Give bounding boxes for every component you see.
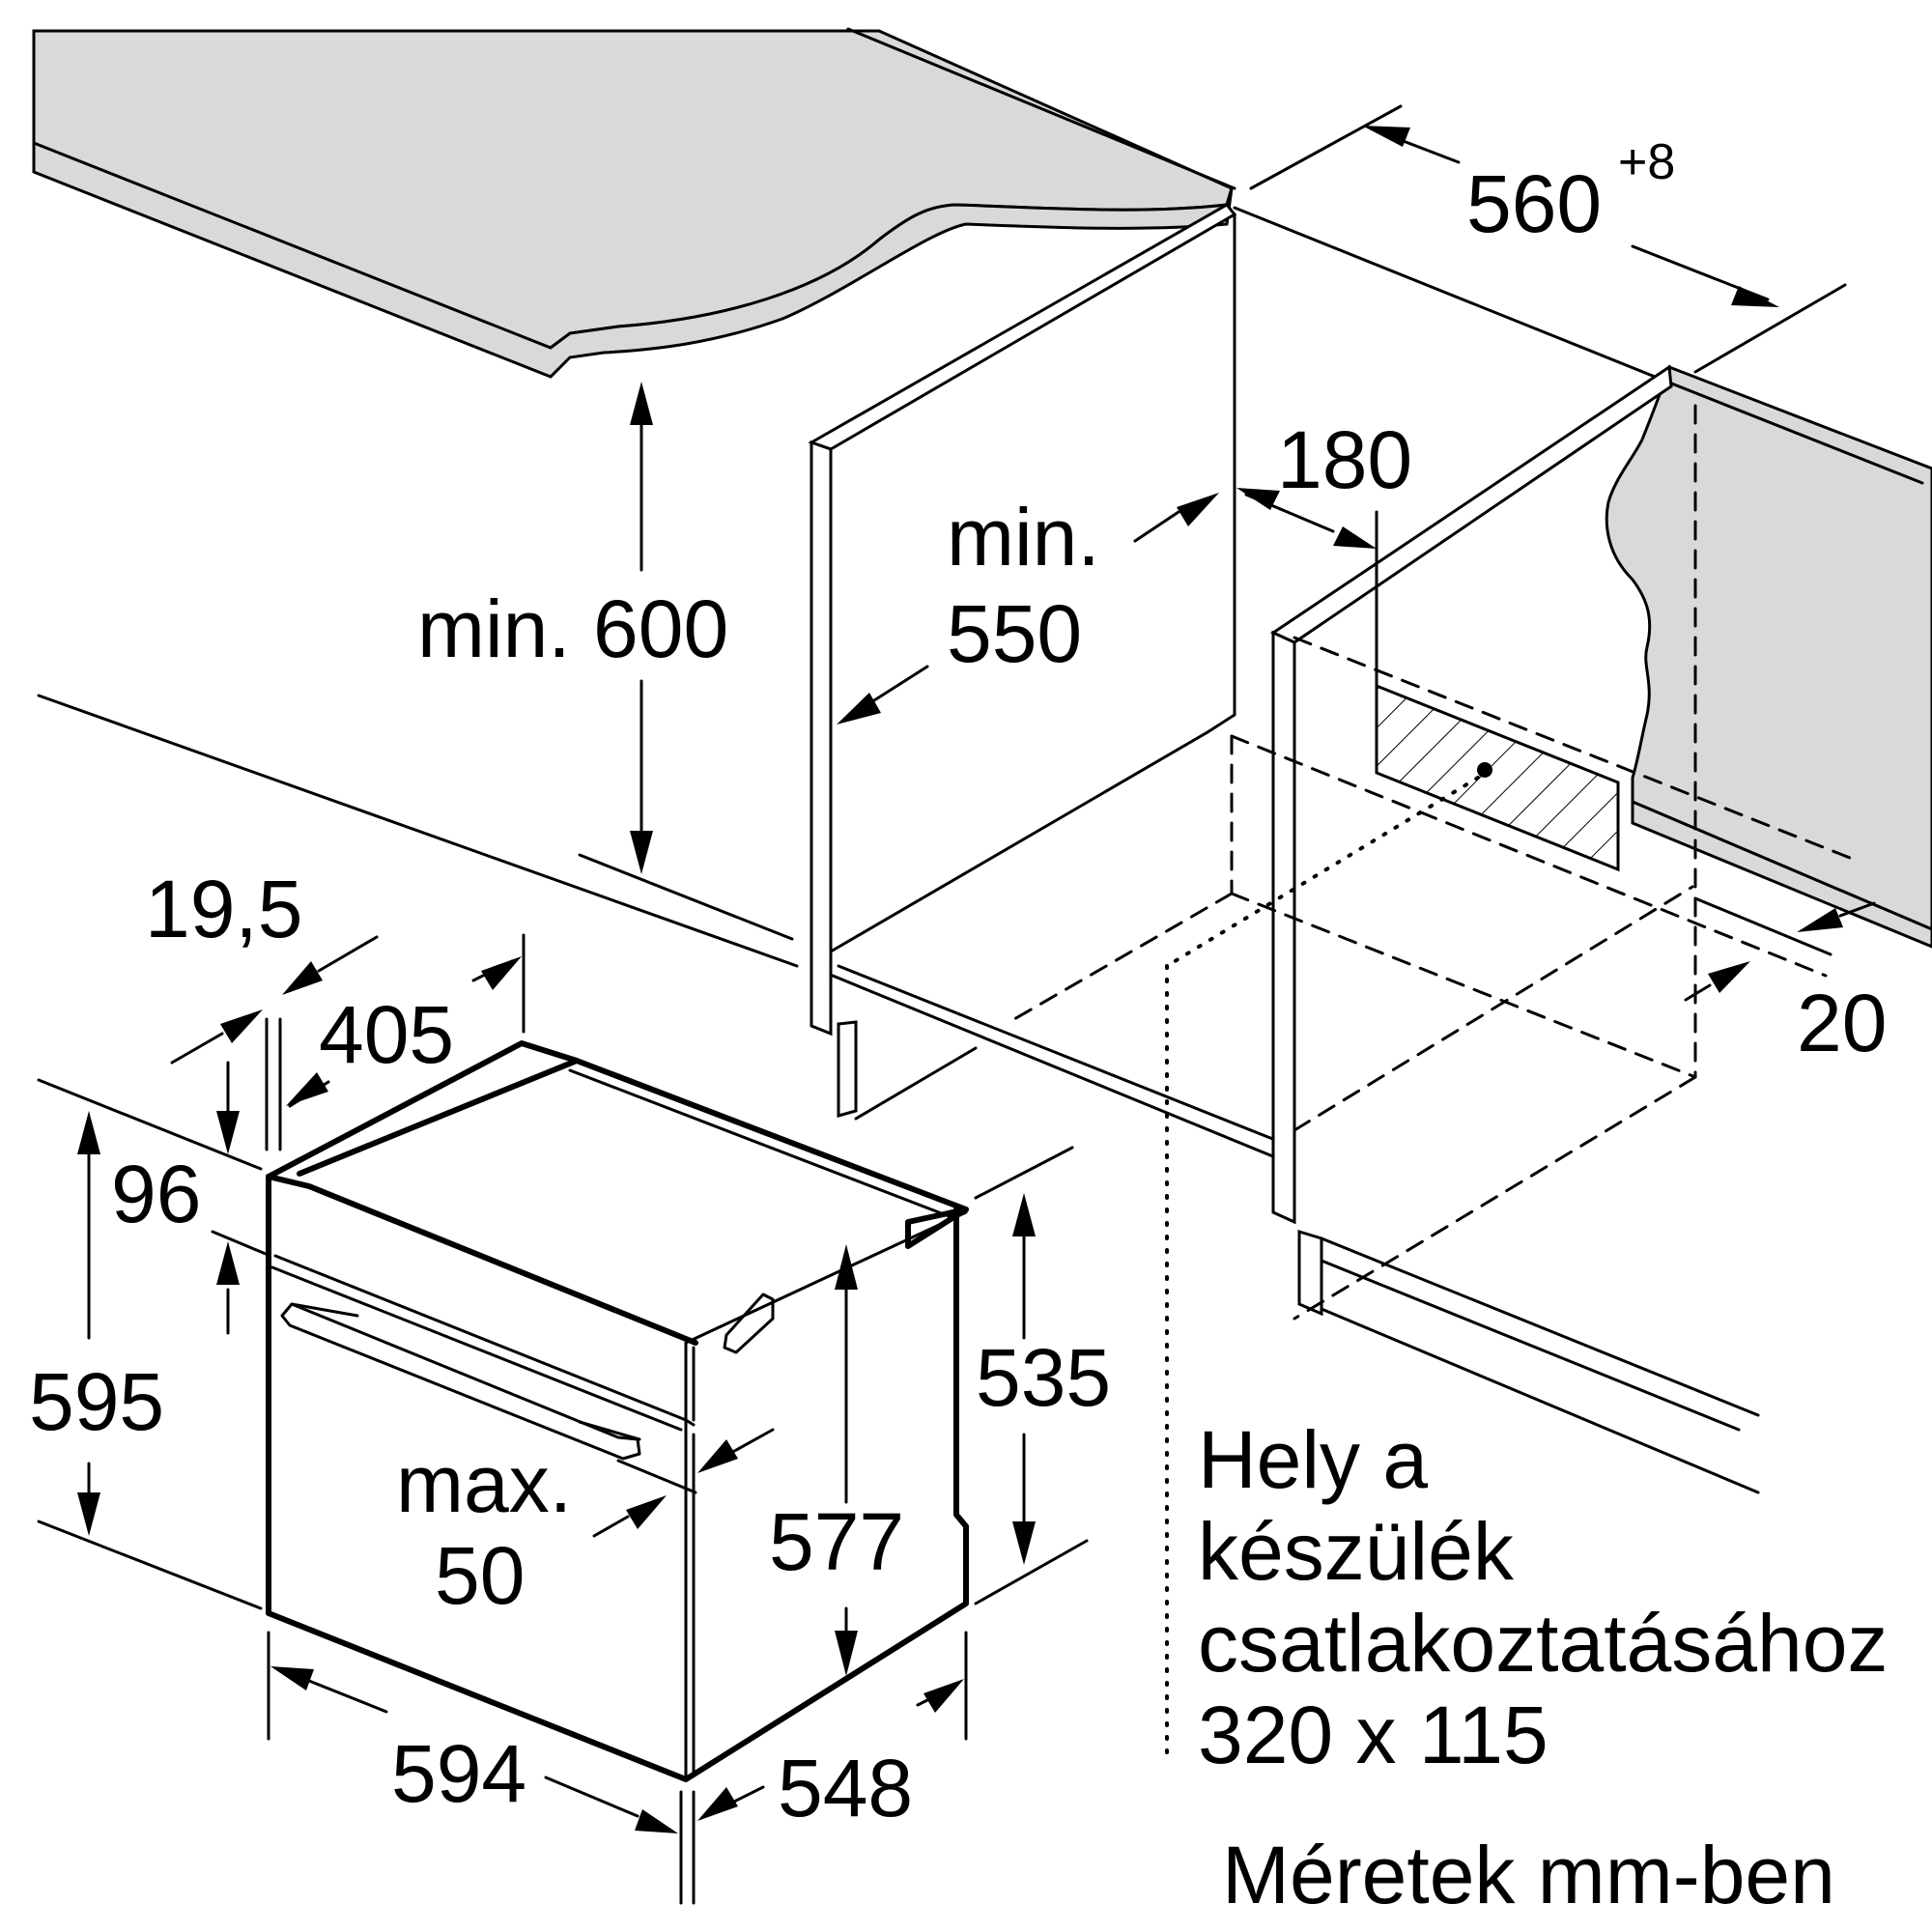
base-line-right <box>1320 1236 1760 1417</box>
label-body-height: 535 <box>976 1332 1111 1423</box>
left-cabinet-panel <box>808 203 1277 1159</box>
label-rear-gap: 180 <box>1277 414 1412 505</box>
label-front-width: 594 <box>391 1728 526 1819</box>
label-niche-tolerance: +8 <box>1618 134 1675 190</box>
countertop-left <box>32 29 1234 379</box>
connection-note-line1: Hely a <box>1198 1414 1428 1505</box>
connection-note-line3: csatlakoztatásához <box>1198 1598 1888 1689</box>
extension-lines <box>37 104 1847 1905</box>
connection-note-line4: 320 x 115 <box>1198 1690 1548 1780</box>
label-max-line2: 50 <box>435 1530 525 1621</box>
label-inner-height: 577 <box>769 1496 904 1587</box>
top-edge-line <box>1233 206 1681 388</box>
units-note: Méretek mm-ben <box>1222 1830 1835 1920</box>
connection-note-line2: készülék <box>1198 1506 1515 1597</box>
labels: 560 +8 min. 600 min. 550 180 20 19,5 405… <box>29 134 1888 1920</box>
label-body-depth: 548 <box>778 1743 913 1833</box>
label-max-line1: max. <box>396 1438 572 1529</box>
label-min-depth-line2: 550 <box>947 588 1082 679</box>
label-side-gap: 20 <box>1797 978 1887 1068</box>
label-total-height: 595 <box>29 1356 164 1447</box>
label-height-96: 96 <box>111 1149 201 1239</box>
base-line-back <box>37 694 799 968</box>
dimension-arrows <box>77 126 1876 1833</box>
label-panel-offset: 19,5 <box>145 864 303 954</box>
connection-point-icon <box>1477 762 1492 778</box>
label-min-depth-line1: min. <box>947 492 1100 582</box>
oven-body <box>266 1040 969 1782</box>
label-depth-405: 405 <box>319 989 454 1080</box>
connection-area <box>1165 683 1620 1760</box>
niche-outline <box>1012 404 1857 1321</box>
countertop-right <box>1605 365 1932 949</box>
label-min-height: min. 600 <box>417 583 728 674</box>
back-edge-line <box>846 27 1236 190</box>
label-niche-width: 560 <box>1466 158 1602 249</box>
top-edge-line-right <box>1677 384 1924 485</box>
right-cabinet-panel <box>1269 364 1760 1494</box>
